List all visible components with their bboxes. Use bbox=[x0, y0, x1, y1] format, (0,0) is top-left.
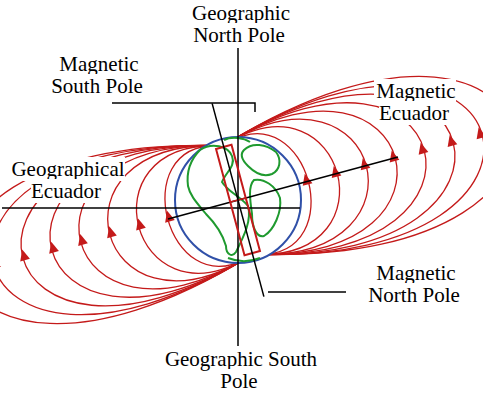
label-text: Geographic North Pole bbox=[190, 1, 290, 47]
pole-label: Geographic North Pole bbox=[165, 2, 315, 46]
label-text: Geographical Ecuador bbox=[9, 157, 124, 203]
field-arrow bbox=[387, 149, 400, 162]
leader-line bbox=[268, 291, 346, 293]
geographic-equator-line bbox=[2, 207, 300, 209]
pole-label: Geographical Ecuador bbox=[2, 158, 132, 202]
magnetic-equator-line bbox=[168, 157, 398, 219]
field-arrow bbox=[0, 256, 1, 269]
continents bbox=[188, 138, 281, 261]
label-text: Magnetic Ecuador bbox=[374, 79, 455, 125]
field-lines bbox=[0, 48, 483, 351]
field-arrow bbox=[329, 165, 342, 178]
field-arrow bbox=[17, 248, 30, 261]
field-arrow bbox=[133, 217, 146, 230]
field-arrow bbox=[358, 157, 371, 170]
field-arrow bbox=[162, 209, 175, 222]
pole-label: Magnetic South Pole bbox=[36, 53, 160, 97]
pole-label: Geographic South Pole bbox=[160, 348, 320, 392]
field-arrow bbox=[75, 233, 88, 246]
field-arrow bbox=[416, 141, 429, 154]
bar-magnet bbox=[204, 101, 271, 298]
leader-line bbox=[112, 103, 255, 112]
field-arrow bbox=[474, 126, 483, 139]
field-arrow bbox=[300, 173, 313, 186]
label-text: Magnetic South Pole bbox=[51, 52, 145, 98]
field-arrow bbox=[104, 225, 117, 238]
pole-label: Magnetic Ecuador bbox=[350, 80, 480, 124]
pole-label: Magnetic North Pole bbox=[350, 262, 480, 306]
label-text: Magnetic North Pole bbox=[368, 261, 462, 307]
label-text: Geographic South Pole bbox=[163, 347, 317, 393]
field-arrow bbox=[445, 134, 458, 147]
field-arrow bbox=[46, 240, 59, 253]
